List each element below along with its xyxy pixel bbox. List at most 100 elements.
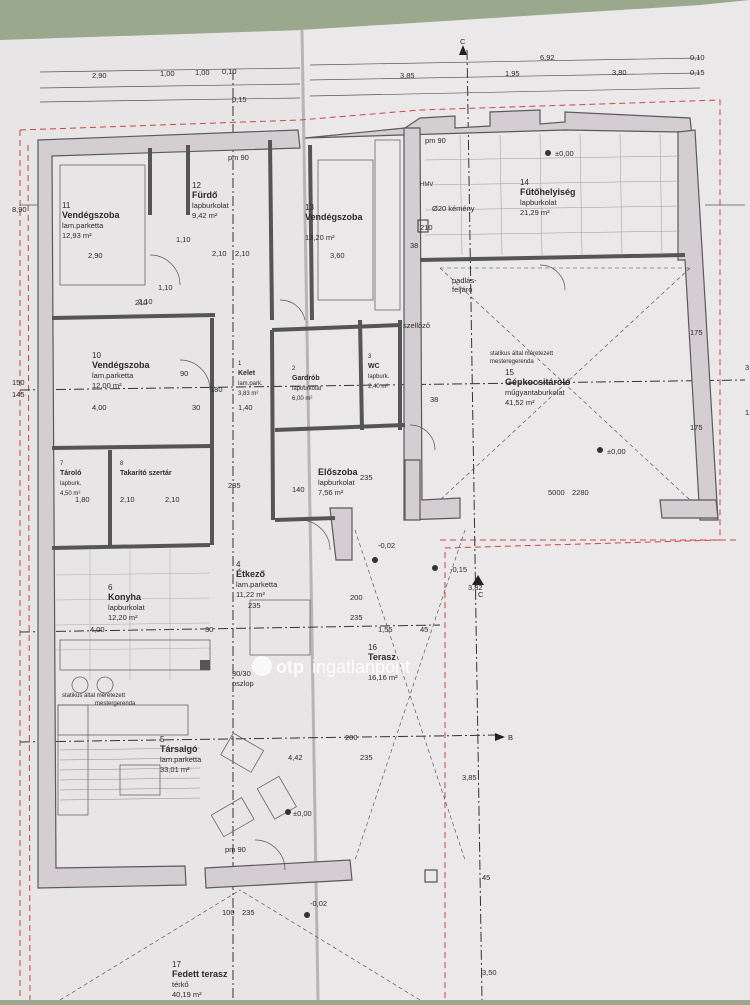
room-name: Vendégszoba: [92, 360, 151, 370]
section-label-c: C: [478, 590, 484, 599]
section-arrows: [459, 45, 505, 741]
paper-left-page: [0, 30, 320, 1000]
dimension-value: 210: [135, 298, 148, 307]
dimension-value: 1,15: [745, 408, 750, 417]
book-gutter: [300, 29, 320, 1001]
room-floor: lapburk.: [60, 481, 82, 487]
pm-label-2: pm 90: [425, 136, 446, 145]
watermark-logo: otp: [276, 657, 304, 677]
furniture: [57, 139, 401, 838]
room-number: 14: [520, 178, 529, 187]
room-name: Konyha: [108, 592, 142, 602]
level-garage: ±0,00: [607, 447, 626, 456]
room-area: 2,40 m²: [368, 384, 388, 390]
dimension-value: 150: [12, 378, 25, 387]
dimension-value: 235: [350, 613, 363, 622]
dimension-value: 3,85: [400, 71, 415, 80]
otp-logo-icon: [252, 656, 272, 676]
dimension-value: 4,00: [90, 625, 105, 634]
dimension-value: 3,15: [745, 363, 750, 372]
dimension-value: 0,15: [232, 95, 247, 104]
room-floor: lam.parketta: [236, 580, 278, 589]
hmv-label: HMV: [420, 182, 433, 188]
dimension-value: 175: [690, 423, 703, 432]
dimension-value: 45: [420, 625, 428, 634]
room-number: 4: [236, 560, 241, 569]
dimension-value: 0,10: [222, 67, 237, 76]
room-area: 9,42 m²: [192, 211, 218, 220]
dimension-value: 2,10: [165, 495, 180, 504]
dimension-value: 1,10: [158, 283, 173, 292]
room-area: 11,22 m²: [236, 590, 266, 599]
level-terrace: -0,15: [450, 565, 467, 574]
chimney-note: Ø20 kémény: [432, 204, 475, 213]
room-name: Tároló: [60, 470, 81, 477]
room-floor: lapburkolat: [292, 386, 322, 392]
dimension-value: 200: [350, 593, 363, 602]
room-name: Étkező: [236, 569, 266, 579]
room-number: 16: [368, 643, 377, 652]
dimension-value: 2,10: [138, 297, 153, 306]
dimension-value: 2,10: [120, 495, 135, 504]
room-number: 6: [108, 583, 113, 592]
room-floor: lapburkolat: [520, 198, 558, 207]
room-floor: lapburkolat: [318, 478, 356, 487]
pm-label-3: pm 90: [225, 845, 246, 854]
tile-grid-boiler-room: [424, 133, 681, 256]
dimension-value: 3,80: [612, 68, 627, 77]
beam-note-2: statikus által méretezett: [62, 693, 125, 699]
room-area: 41,52 m²: [505, 398, 535, 407]
watermark: otp ingatlanpont: [252, 656, 410, 677]
room-name: Takarító szertár: [120, 470, 172, 477]
dimension-value: 30: [205, 625, 213, 634]
room-name: Fürdő: [192, 190, 218, 200]
dimension-value: 2,10: [235, 249, 250, 258]
interior-walls: [51, 139, 686, 550]
room-name: Fűtőhelyiség: [520, 187, 576, 197]
terrace-diagonals: [59, 529, 466, 1001]
room-area: 4,50 m²: [60, 491, 80, 497]
watermark-text: ingatlanpont: [312, 657, 410, 677]
garage-diagonals: [439, 267, 691, 501]
dimension-value: 100: [222, 908, 235, 917]
room-number: 13: [305, 203, 314, 212]
attic-note-2: feljáró: [452, 285, 472, 294]
dimension-value: 2,90: [92, 71, 107, 80]
room-area: 12,93 m²: [62, 231, 92, 240]
chimney-marker: [417, 219, 429, 233]
dimension-value: 6,92: [540, 53, 555, 62]
room-area: 7,56 m²: [318, 488, 344, 497]
level-entry: -0,02: [378, 541, 395, 550]
dimension-value: 45: [482, 873, 490, 882]
dimension-value: 235: [228, 481, 241, 490]
section-label-c-top: C: [460, 37, 466, 46]
dimension-value: 1,55: [378, 625, 393, 634]
room-name: Előszoba: [318, 467, 359, 477]
room-name: Kelet: [238, 370, 256, 377]
room-number: 7: [60, 461, 64, 467]
dimension-value: 30: [192, 403, 200, 412]
beam-note-2b: mestergerenda: [95, 701, 136, 707]
top-dimension-lines: [20, 57, 745, 206]
red-dashed-outline: [19, 99, 740, 1001]
dimension-value: 0,10: [690, 53, 705, 62]
room-number: 5: [160, 735, 165, 744]
room-floor: lapburk.: [368, 374, 390, 380]
dimension-value: 38: [410, 241, 418, 250]
dimension-value: 200: [345, 733, 358, 742]
room-number: 12: [192, 181, 201, 190]
room-area: 33,01 m²: [160, 765, 190, 774]
section-label-b: B: [508, 733, 513, 742]
room-floor: lam.parketta: [160, 755, 202, 764]
